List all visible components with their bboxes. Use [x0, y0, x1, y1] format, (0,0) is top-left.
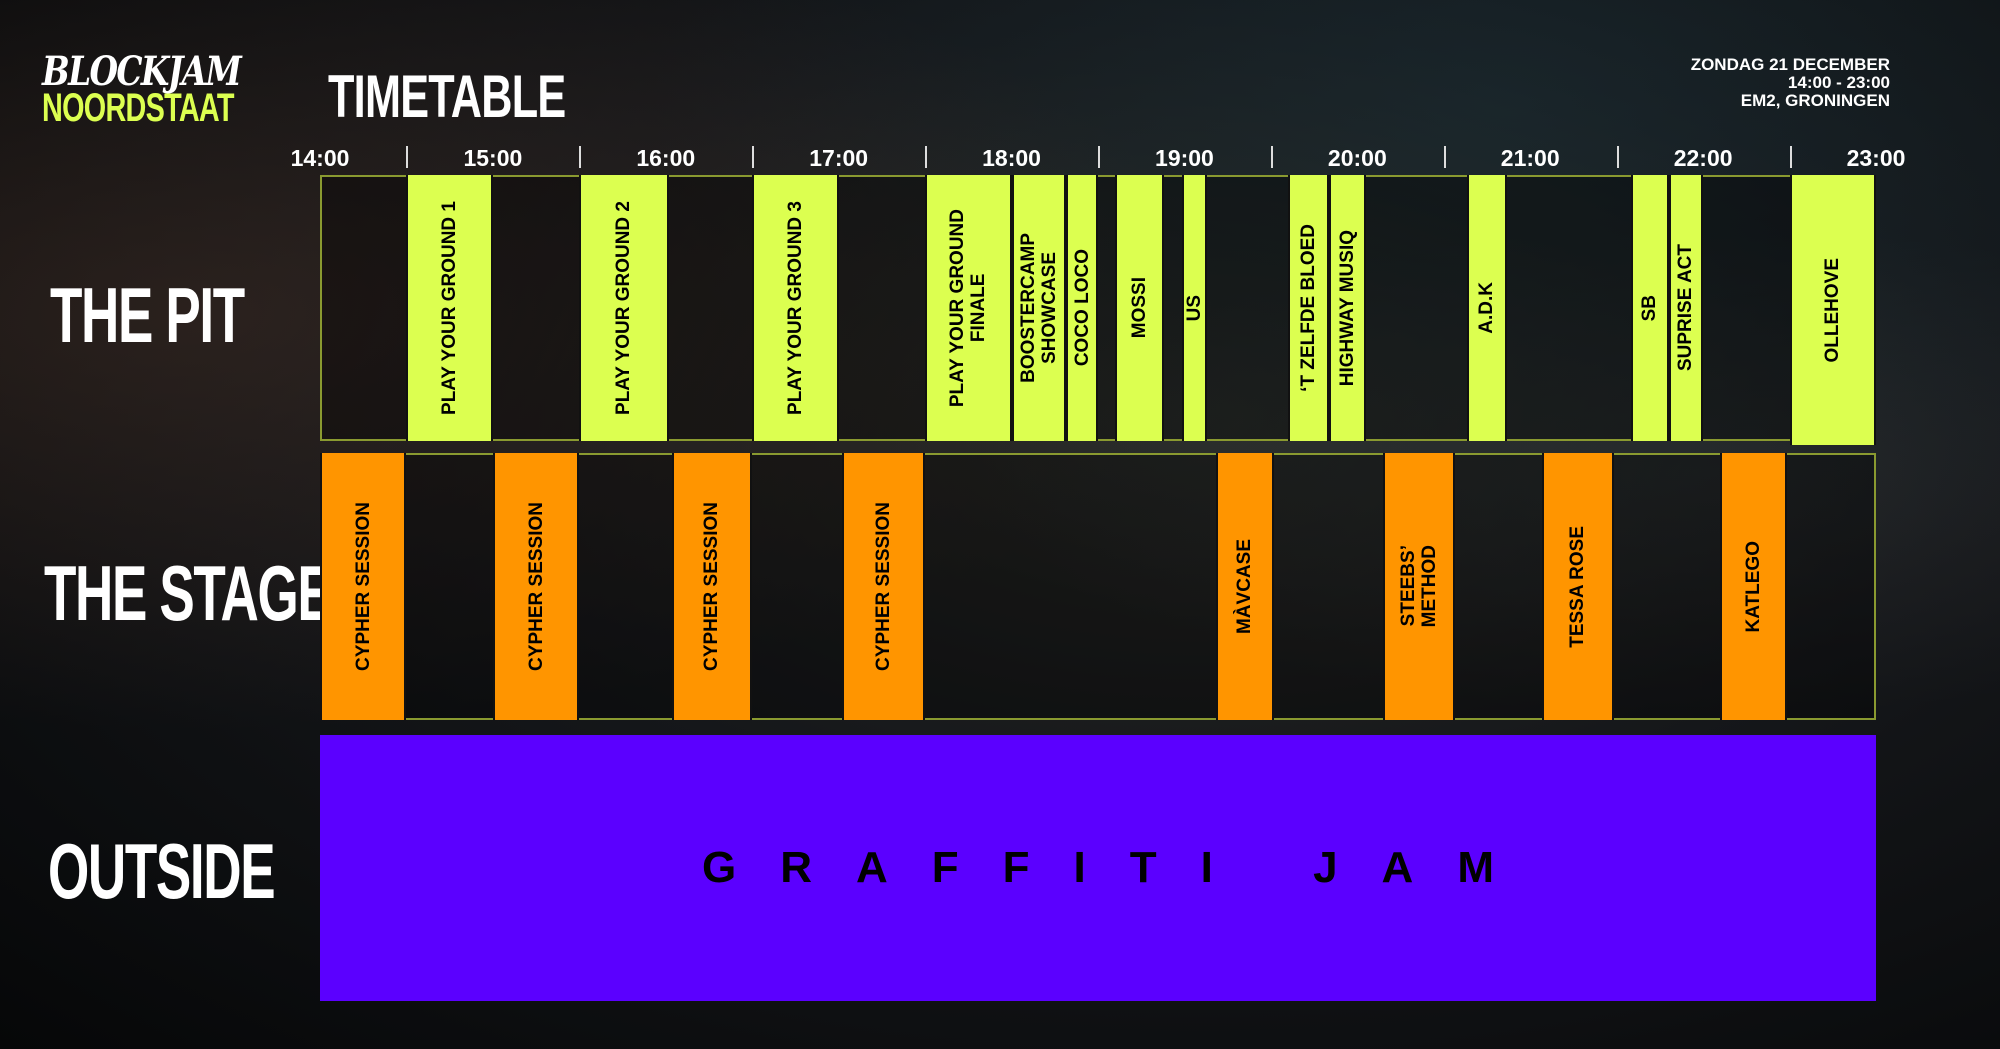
hour-label: 21:00	[1500, 145, 1560, 171]
hour-divider	[1098, 146, 1100, 168]
act-label: CYPHER SESSION	[525, 502, 547, 671]
pit-act-block[interactable]: PLAY YOUR GROUND FINALE	[925, 175, 1012, 441]
pit-act-block[interactable]: HIGHWAY MUSIQ	[1328, 175, 1366, 441]
pit-act-block[interactable]: SUPRISE ACT	[1668, 175, 1704, 441]
stage-act-block[interactable]: CYPHER SESSION	[671, 453, 753, 720]
row-label-outside: OUTSIDE	[48, 827, 276, 915]
logo-blockjam: BLOCKJAM	[42, 48, 242, 95]
hour-label: 23:00	[1846, 145, 1906, 171]
pit-act-block[interactable]: PLAY YOUR GROUND 1	[406, 175, 493, 441]
act-label: HIGHWAY MUSIQ	[1336, 229, 1358, 387]
hour-divider	[1789, 146, 1792, 168]
blockjam-logo: BLOCKJAM NOORDSTAAT	[42, 48, 308, 130]
hour-divider	[406, 146, 409, 168]
stage-act-block[interactable]: KATLEGO	[1720, 453, 1787, 720]
pit-act-block[interactable]: US	[1181, 175, 1208, 441]
outside-graffiti-jam-block[interactable]: GRAFFITI JAM	[320, 735, 1876, 1001]
stage-act-block[interactable]: CYPHER SESSION	[841, 453, 926, 720]
hour-label: 14:00	[290, 145, 350, 171]
act-label: SUPRISE ACT	[1675, 244, 1697, 372]
event-venue: EM2, GRONINGEN	[1740, 91, 1890, 110]
act-label: BOOSTERCAMP SHOWCASE	[1017, 233, 1060, 383]
act-label: ‘T ZELFDE BLOED	[1297, 224, 1319, 392]
hour-divider	[925, 146, 928, 168]
act-label: PLAY YOUR GROUND 2	[613, 201, 635, 415]
hour-divider	[752, 146, 755, 168]
stage-act-block[interactable]: TESSA ROSE	[1541, 453, 1614, 720]
event-date: ZONDAG 21 DECEMBER	[1690, 55, 1890, 74]
hour-label: 18:00	[982, 145, 1041, 171]
event-info: ZONDAG 21 DECEMBER 14:00 - 23:00 EM2, GR…	[1691, 56, 1890, 110]
pit-act-block[interactable]: PLAY YOUR GROUND 2	[579, 175, 669, 441]
pit-act-block[interactable]: BOOSTERCAMP SHOWCASE	[1011, 175, 1067, 441]
act-label: COCO LOCO	[1071, 249, 1093, 367]
logo-noordstaat: NOORDSTAAT	[42, 86, 234, 130]
act-label: MÀVCASE	[1234, 538, 1256, 634]
act-label: PLAY YOUR GROUND FINALE	[947, 208, 990, 408]
pit-act-block[interactable]: OLLEHOVE	[1789, 175, 1876, 445]
act-label: OLLEHOVE	[1822, 257, 1844, 363]
graffiti-jam-label: GRAFFITI JAM	[702, 843, 1538, 892]
stage-act-block[interactable]: CYPHER SESSION	[320, 453, 407, 720]
act-label: CYPHER SESSION	[872, 502, 894, 671]
pit-act-block[interactable]: ‘T ZELFDE BLOED	[1288, 175, 1329, 441]
pit-act-block[interactable]: A.D.K	[1466, 175, 1508, 441]
act-label: CYPHER SESSION	[701, 502, 723, 671]
stage-act-block[interactable]: STEEBS’ METHOD	[1383, 453, 1456, 720]
event-hours: 14:00 - 23:00	[1787, 73, 1890, 92]
hour-divider	[579, 146, 582, 168]
pit-act-block[interactable]: SB	[1631, 175, 1669, 441]
act-label: SB	[1639, 294, 1661, 322]
act-label: PLAY YOUR GROUND 1	[439, 201, 461, 415]
hour-divider	[1616, 146, 1619, 168]
stage-act-block[interactable]: MÀVCASE	[1216, 453, 1274, 720]
pit-act-block[interactable]: PLAY YOUR GROUND 3	[752, 175, 839, 441]
hour-label: 19:00	[1155, 145, 1214, 171]
hour-label: 15:00	[463, 145, 523, 171]
act-label: A.D.K	[1476, 282, 1498, 334]
hour-divider	[1270, 146, 1273, 168]
hour-label: 16:00	[636, 145, 696, 171]
stage-act-block[interactable]: CYPHER SESSION	[492, 453, 580, 720]
act-label: CYPHER SESSION	[352, 502, 374, 671]
pit-act-block[interactable]: COCO LOCO	[1066, 175, 1098, 441]
hour-divider	[1443, 146, 1446, 168]
page-title: TIMETABLE	[328, 63, 566, 130]
hour-label: 20:00	[1327, 145, 1387, 171]
lane-the-stage	[320, 453, 1876, 720]
hour-label: 22:00	[1673, 145, 1733, 171]
pit-act-block[interactable]: MOSSI	[1115, 175, 1165, 441]
act-label: US	[1184, 294, 1206, 322]
act-label: KATLEGO	[1743, 540, 1765, 633]
row-label-the-stage: THE STAGE	[44, 549, 333, 637]
act-label: TESSA ROSE	[1567, 525, 1589, 648]
row-label-the-pit: THE PIT	[50, 271, 245, 359]
hour-label: 17:00	[809, 145, 869, 171]
act-label: STEEBS’ METHOD	[1398, 545, 1441, 628]
act-label: MOSSI	[1129, 277, 1151, 339]
act-label: PLAY YOUR GROUND 3	[784, 201, 806, 415]
